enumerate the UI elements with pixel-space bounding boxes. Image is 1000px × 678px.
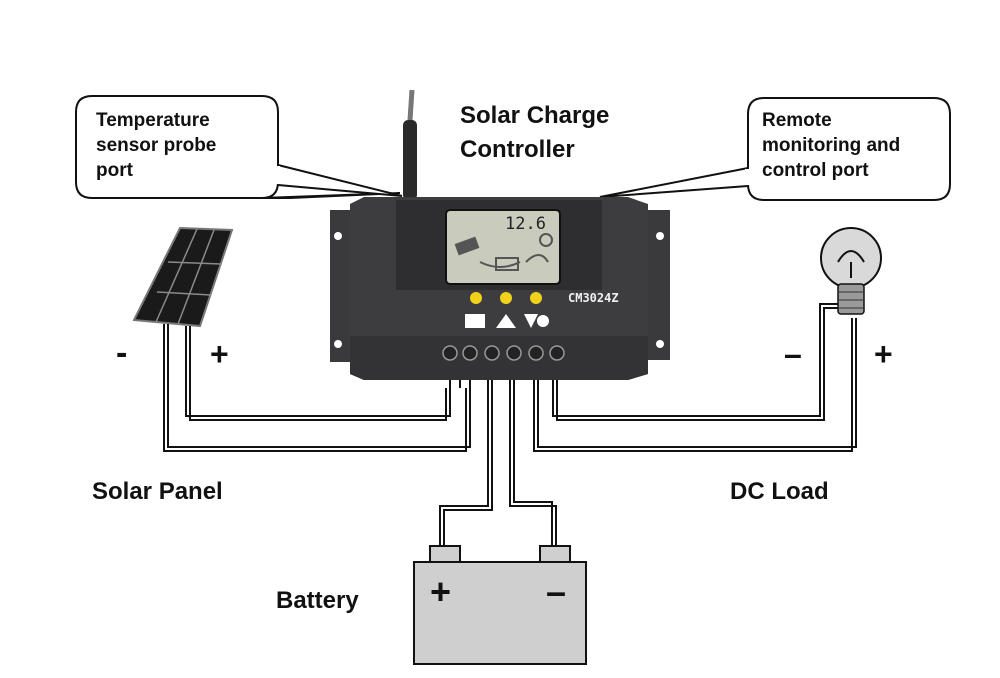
remote-callout-line-3: control port (762, 160, 869, 181)
panel-plus-sign: + (210, 336, 229, 372)
battery-label: Battery (276, 587, 359, 614)
temperature-callout-line-1: Temperature (96, 110, 210, 131)
remote-callout-line-1: Remote (762, 110, 832, 131)
load-minus-sign: – (784, 336, 802, 372)
wiring (163, 303, 857, 548)
battery-minus-sign: – (546, 571, 567, 612)
remote-callout-text: Remote monitoring and control port (762, 108, 900, 183)
title-line-2: Controller (460, 136, 575, 163)
temperature-callout-line-3: port (96, 160, 133, 181)
dc-load-label: DC Load (730, 478, 829, 505)
solar-panel-icon (132, 226, 234, 328)
load-plus-sign: + (874, 336, 893, 372)
temperature-probe-cable (403, 89, 417, 200)
title-line-1: Solar Charge (460, 102, 610, 129)
battery-icon (413, 545, 587, 665)
charge-controller-icon (330, 197, 670, 380)
remote-callout-line-2: monitoring and (762, 135, 901, 156)
light-bulb-icon (820, 227, 882, 315)
temperature-callout-bubble (75, 95, 403, 199)
battery-plus-sign: + (430, 571, 452, 612)
temperature-callout-line-2: sensor probe (96, 135, 217, 156)
controller-model-label: CM3024Z (568, 291, 619, 305)
temperature-callout-text: Temperature sensor probe port (96, 108, 216, 183)
lcd-readout: 12.6 (505, 214, 546, 234)
solar-panel-label: Solar Panel (92, 478, 223, 505)
panel-minus-sign: - (116, 334, 128, 372)
